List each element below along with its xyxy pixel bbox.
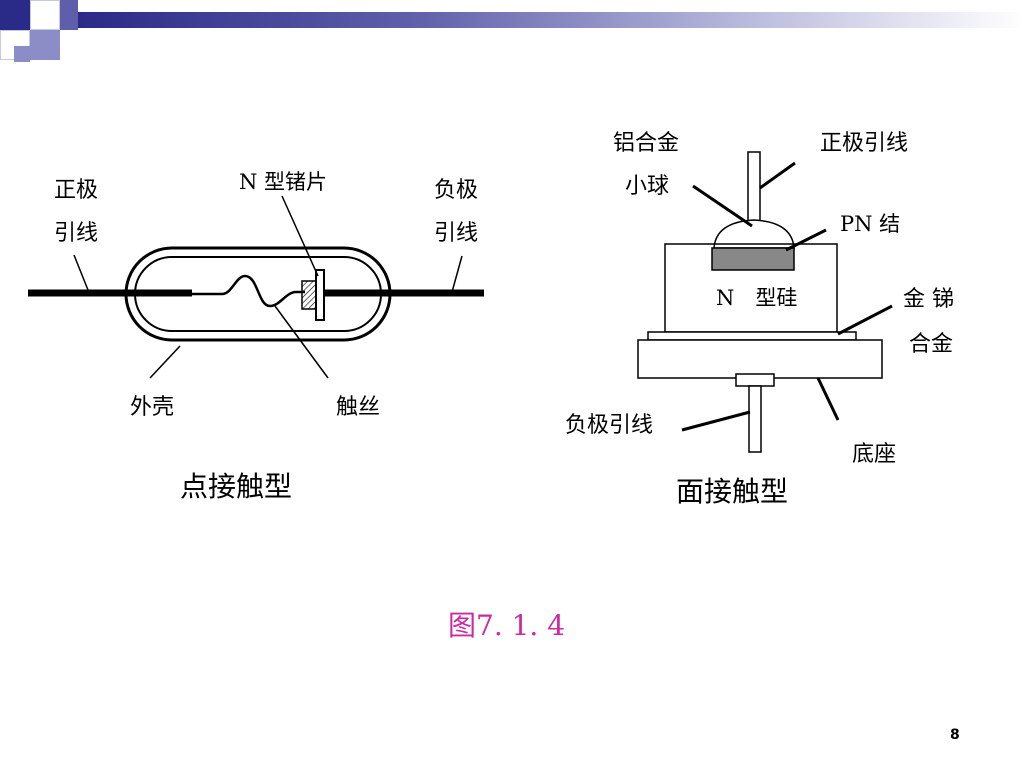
pos-lead-wire [747,151,761,225]
header-square-5 [60,0,78,30]
label-ausb-1: 金 锑 [903,287,954,312]
label-n-si: N 型硅 [716,286,798,310]
leader-ausb [837,304,893,336]
label-wire: 触丝 [336,395,381,420]
point-contact-diagram [28,195,484,379]
neg-lead-wire [748,385,762,453]
label-shell: 外壳 [130,395,175,420]
label-pos-lead-2: 引线 [54,221,99,246]
leader-wire [274,305,329,379]
leader-n-ge [281,195,319,277]
leader-neg-lead [451,255,463,293]
neg-lead-cap [735,373,775,387]
label-al-alloy-2: 小球 [625,174,670,199]
al-ball [713,219,795,249]
label-ausb-2: 合金 [909,332,954,357]
label-pos-lead-j: 正极引线 [820,131,909,156]
label-pos-lead-1: 正极 [54,178,99,203]
whisker-wire [192,274,305,308]
leader-neg-lead-j [681,410,751,432]
leader-pos-lead-j [759,161,796,190]
caption-point-contact: 点接触型 [180,470,293,503]
label-neg-lead-1: 负极 [434,178,479,203]
page-number: 8 [950,727,960,743]
ge-plate [315,269,325,321]
leader-pos-lead [73,254,89,291]
header-square-6 [14,46,30,62]
leader-shell [149,345,181,379]
label-al-alloy-1: 铝合金 [613,131,680,156]
header-gradient-bar [78,12,1024,28]
header-square-4 [30,30,60,60]
leader-al-ball [692,184,753,228]
label-neg-lead-2: 引线 [434,221,479,246]
pn-junction [711,247,795,271]
label-pn: PN 结 [840,212,901,236]
label-neg-lead-j: 负极引线 [565,413,654,438]
header-square-2 [30,0,60,30]
junction-diagram [637,151,893,453]
leader-pn [785,228,827,252]
label-n-ge: N 型锗片 [239,170,328,194]
base-plate [637,339,883,379]
leader-base [816,377,840,421]
caption-junction: 面接触型 [676,475,789,508]
ausb-layer [647,331,857,341]
figure-reference: 图7. 1. 4 [448,609,566,642]
header-square-1 [0,0,30,30]
ge-chip [301,280,317,310]
label-base: 底座 [852,442,897,467]
